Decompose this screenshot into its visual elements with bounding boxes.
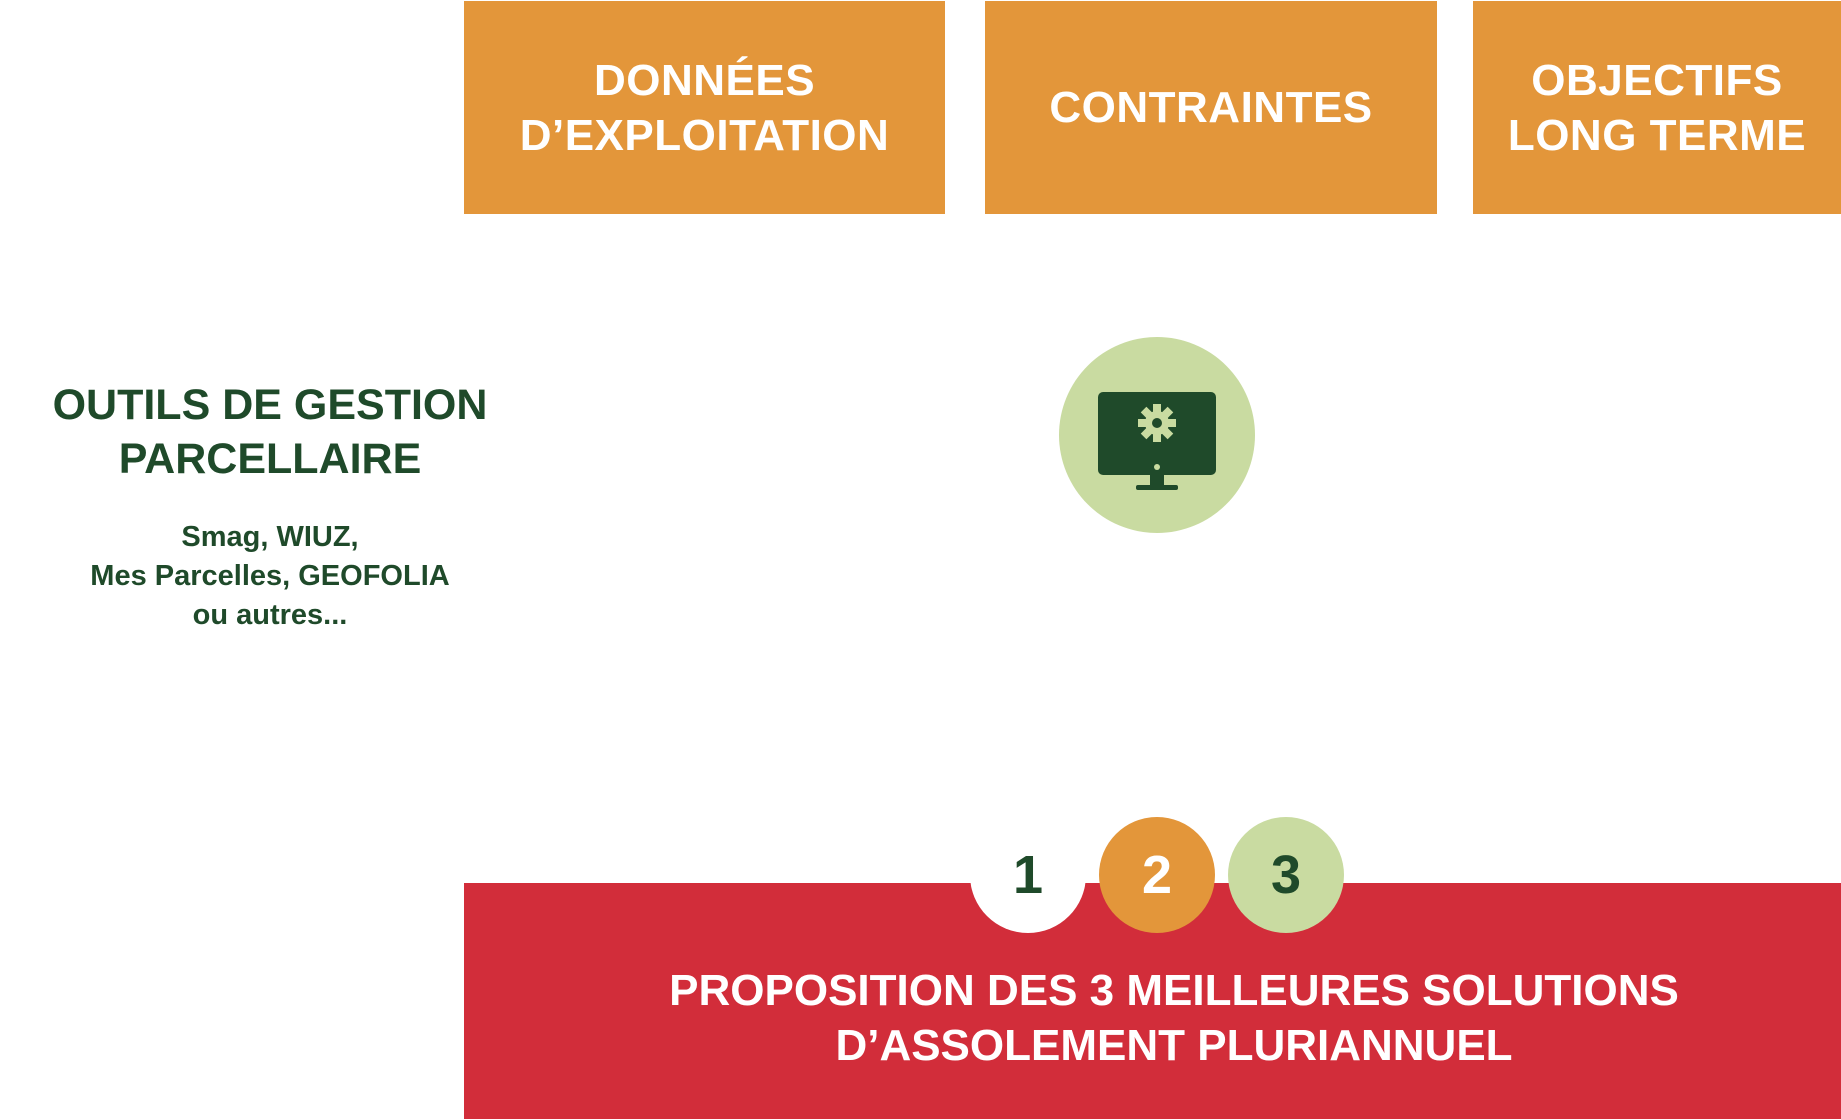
solution-3-badge: 3 — [1228, 817, 1344, 933]
outils-gestion-panel: OUTILS DE GESTION PARCELLAIRE Smag, WIUZ… — [30, 378, 510, 635]
solution-1-badge: 1 — [970, 817, 1086, 933]
solutions-label: PROPOSITION DES 3 MEILLEURES SOLUTIONS D… — [669, 966, 1679, 1070]
outils-gestion-title: OUTILS DE GESTION PARCELLAIRE — [52, 381, 488, 483]
contraintes-box: CONTRAINTES — [985, 1, 1437, 214]
solution-2-badge: 2 — [1099, 817, 1215, 933]
objectifs-long-terme-box: OBJECTIFS LONG TERME — [1473, 1, 1841, 214]
outils-gestion-examples: Smag, WIUZ, Mes Parcelles, GEOFOLIA ou a… — [90, 521, 450, 631]
donnees-exploitation-box: DONNÉES D’EXPLOITATION — [464, 1, 945, 214]
computer-gear-icon — [1059, 337, 1255, 533]
